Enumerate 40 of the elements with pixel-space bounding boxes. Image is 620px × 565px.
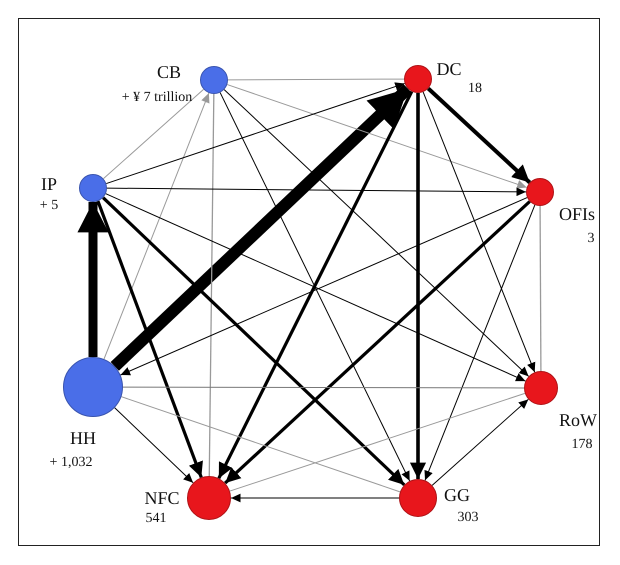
connector-line <box>539 206 542 371</box>
value-label: 178 <box>572 438 592 452</box>
node-label: IP <box>41 175 57 193</box>
connector-line <box>120 396 401 492</box>
arrow <box>426 87 532 184</box>
value-label: + 5 <box>40 199 58 213</box>
node-label: NFC <box>144 489 180 507</box>
arrow <box>110 84 412 371</box>
arrow <box>424 204 536 481</box>
value-label: 303 <box>458 511 478 525</box>
connector-line <box>122 386 524 388</box>
value-label: 3 <box>588 232 594 246</box>
connector-line <box>102 88 204 180</box>
arrow <box>410 93 426 479</box>
arrow <box>96 200 203 478</box>
arrow <box>422 92 536 373</box>
node-label: RoW <box>559 411 597 429</box>
arrow <box>102 196 406 486</box>
node-label: HH <box>70 429 96 447</box>
value-label: + ¥ 7 trillion <box>122 91 192 105</box>
arrow <box>224 89 530 377</box>
connector-line <box>208 94 214 476</box>
arrow <box>230 494 400 502</box>
value-label: 541 <box>146 512 166 526</box>
arrow <box>224 200 531 484</box>
arrow <box>104 92 210 360</box>
connector-line <box>229 392 526 492</box>
node-label: CB <box>157 63 181 81</box>
arrow <box>77 202 109 357</box>
node-label: DC <box>436 60 462 78</box>
arrow <box>106 82 406 184</box>
connector-line <box>228 78 404 80</box>
arrow <box>226 84 528 188</box>
arrow <box>106 187 526 196</box>
node-label: GG <box>444 486 470 504</box>
arrow <box>114 407 194 484</box>
arrow <box>432 398 529 486</box>
value-label: + 1,032 <box>50 456 92 470</box>
value-label: 18 <box>468 82 482 96</box>
node-label: OFIs <box>559 205 595 223</box>
